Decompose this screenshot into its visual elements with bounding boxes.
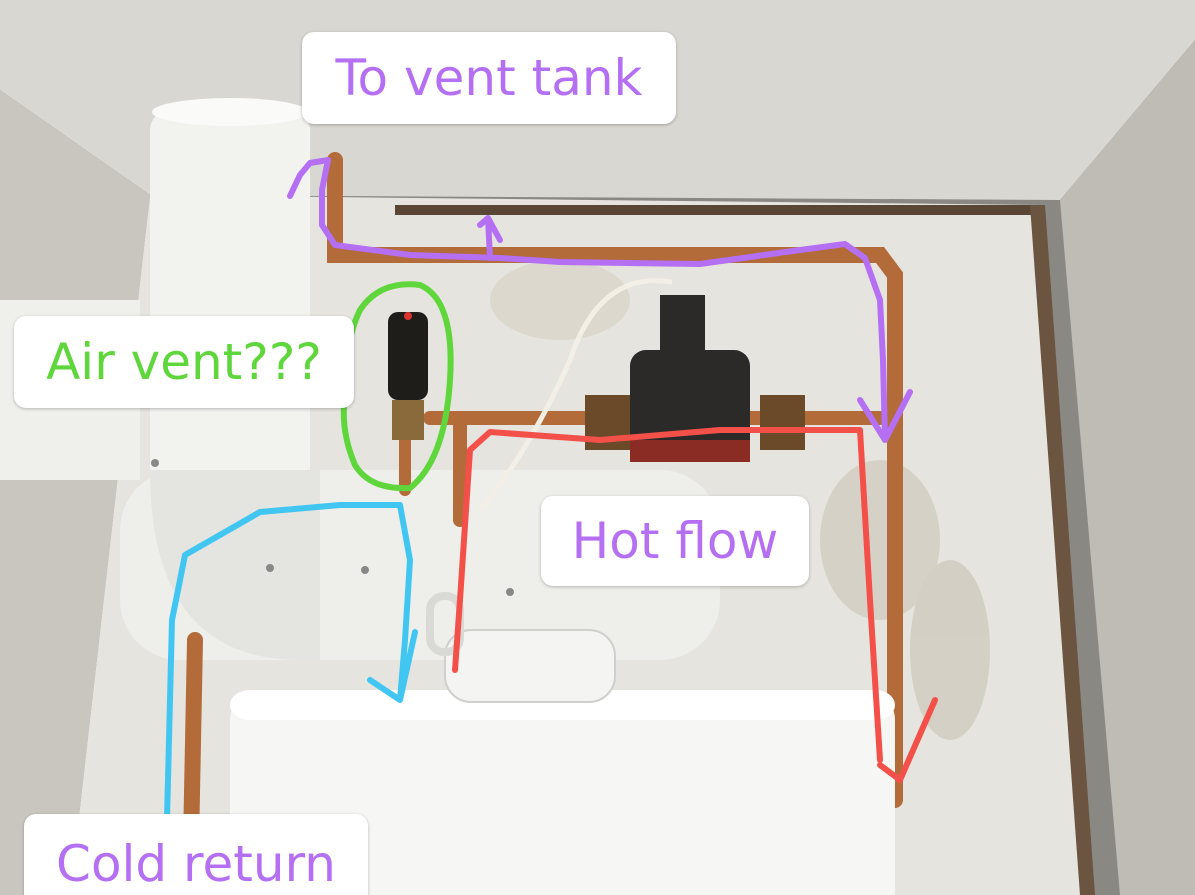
cold-return-text: Cold return [56,835,336,893]
air-vent-text: Air vent??? [46,333,322,391]
pump-cable [478,278,673,512]
cold-return-path-stroke [162,502,418,895]
hot-flow-text: Hot flow [571,512,779,570]
right-trim [1030,205,1095,895]
top-trim [395,205,1035,215]
vent-path-stroke [287,157,913,443]
hot-flow-label: Hot flow [541,496,809,586]
right-wall [1060,40,1195,895]
to-vent-tank-text: To vent tank [335,49,643,107]
air-vent-device [388,312,428,440]
to-vent-tank-label: To vent tank [302,32,676,124]
wall-stains [490,260,990,740]
hot-flow-path-stroke [452,427,938,783]
air-vent-label: Air vent??? [14,316,354,408]
cold-return-label: Cold return [24,814,368,895]
boiler-casing [230,690,895,895]
left-wall [0,90,150,895]
